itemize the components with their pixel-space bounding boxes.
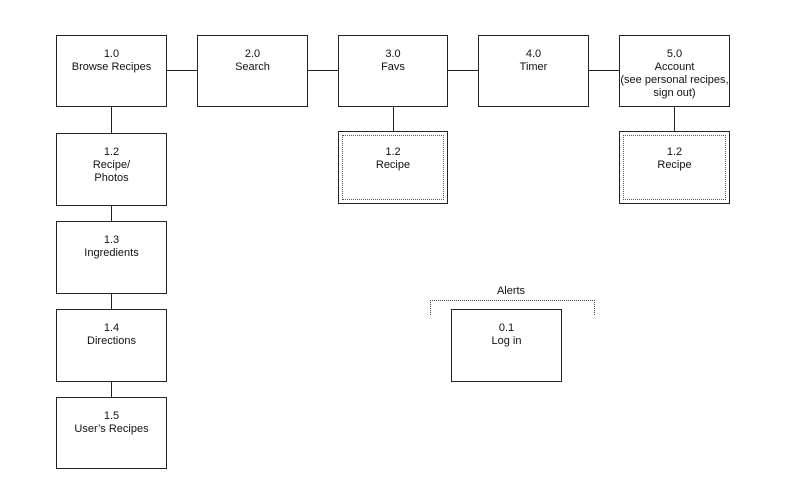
node-id: 1.2 <box>385 146 401 158</box>
node-label: Directions <box>87 335 136 347</box>
node-note: sign out) <box>653 87 696 99</box>
node-label: Log in <box>491 335 522 347</box>
node-account-recipe: 1.2 Recipe <box>619 131 730 204</box>
connector-browse-recipe <box>111 106 112 133</box>
node-label: Timer <box>519 61 548 73</box>
node-id: 3.0 <box>385 48 401 60</box>
node-id: 0.1 <box>498 322 515 334</box>
node-login: 0.1 Log in <box>451 309 562 382</box>
node-note: (see personal recipes, <box>620 74 729 86</box>
node-timer: 4.0 Timer <box>478 35 589 107</box>
node-ingredients: 1.3 Ingredients <box>56 221 167 294</box>
node-id: 1.0 <box>103 48 120 60</box>
node-label: Recipe <box>375 159 411 171</box>
node-id: 2.0 <box>244 48 261 60</box>
connector-account-recipe <box>674 106 675 132</box>
connector-ingredients-directions <box>111 293 112 309</box>
node-id: 1.3 <box>103 234 120 246</box>
connector-directions-users-recipes <box>111 381 112 397</box>
alerts-bracket <box>430 300 595 315</box>
node-label: Search <box>235 61 270 73</box>
connector-favs-recipe <box>393 106 394 132</box>
node-id: 1.2 <box>666 146 683 158</box>
node-label: User’s Recipes <box>74 423 149 435</box>
node-label: Favs <box>381 61 405 73</box>
node-users-recipes: 1.5 User’s Recipes <box>56 397 167 469</box>
node-label: Recipe/ <box>92 159 131 171</box>
connector-recipe-ingredients <box>111 205 112 221</box>
node-id: 1.4 <box>103 322 120 334</box>
node-id: 5.0 <box>666 48 683 60</box>
node-directions: 1.4 Directions <box>56 309 167 382</box>
node-search: 2.0 Search <box>197 35 308 107</box>
connector-search-favs <box>308 70 338 71</box>
linked-page-frame: 1.2 Recipe <box>623 135 726 200</box>
node-id: 4.0 <box>525 48 542 60</box>
connector-timer-account <box>589 70 619 71</box>
node-browse-recipes: 1.0 Browse Recipes <box>56 35 167 107</box>
connector-browse-search <box>167 70 197 71</box>
node-favs: 3.0 Favs <box>338 35 448 107</box>
node-label: Ingredients <box>84 247 139 259</box>
node-favs-recipe: 1.2 Recipe <box>338 131 448 204</box>
node-recipe-photos: 1.2 Recipe/ Photos <box>56 133 167 206</box>
node-label: Account <box>654 61 695 73</box>
node-label: Recipe <box>657 159 692 171</box>
node-label: Browse Recipes <box>71 61 152 73</box>
node-label: Photos <box>94 172 129 184</box>
node-id: 1.5 <box>103 410 120 422</box>
node-account: 5.0 Account (see personal recipes, sign … <box>619 35 730 107</box>
linked-page-frame: 1.2 Recipe <box>342 135 444 200</box>
connector-favs-timer <box>448 70 478 71</box>
alerts-label: Alerts <box>496 285 526 297</box>
node-id: 1.2 <box>103 146 120 158</box>
